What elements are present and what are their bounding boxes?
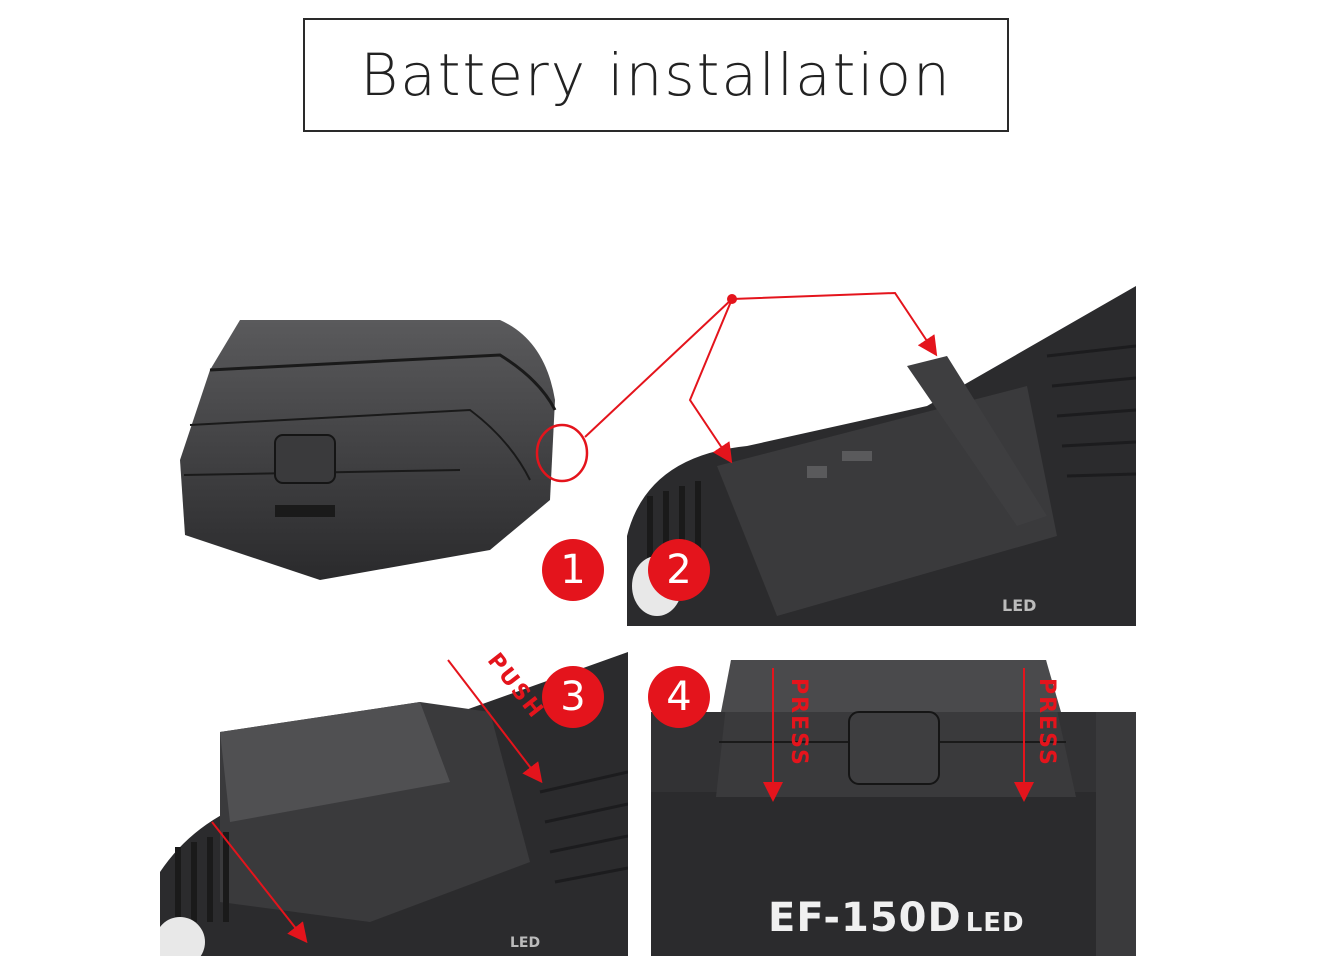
- step-1-badge: 1: [542, 539, 604, 601]
- press-label-right: PRESS: [1034, 678, 1059, 767]
- step-3-insert-image: LED: [160, 652, 628, 956]
- step-3-badge: 3: [542, 666, 604, 728]
- model-suffix: LED: [965, 908, 1025, 938]
- step-2-badge: 2: [648, 539, 710, 601]
- title-frame: Battery installation: [303, 18, 1009, 132]
- step-4-badge: 4: [648, 666, 710, 728]
- press-label-left: PRESS: [786, 678, 811, 767]
- step-2-battery-slot-image: LED: [627, 286, 1136, 626]
- step-3-model-label: LED: [510, 935, 541, 951]
- step-2-model-label: LED: [1002, 596, 1037, 615]
- step-1-battery-image: [170, 300, 590, 585]
- step-1-highlight-circle: [534, 422, 590, 484]
- model-number: EF-150D: [768, 895, 962, 941]
- page-title: Battery installation: [360, 41, 952, 109]
- step-4-press-image: [651, 652, 1136, 956]
